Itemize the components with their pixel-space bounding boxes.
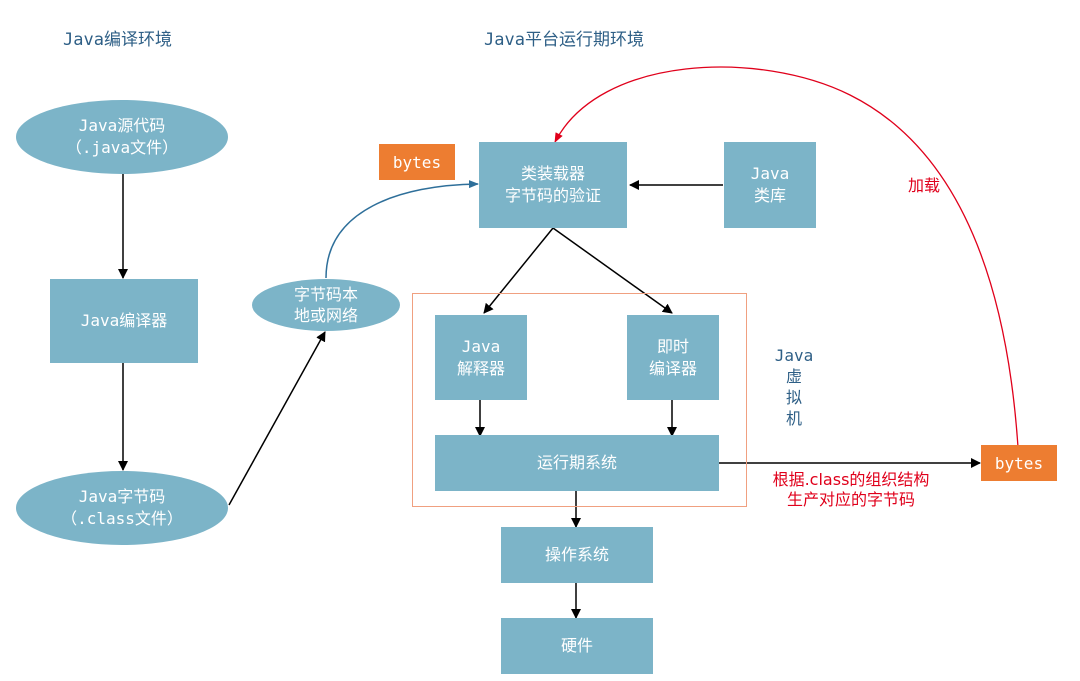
node-local-or-network-line1: 字节码本 bbox=[293, 285, 358, 304]
title-runtime-env: Java平台运行期环境 bbox=[484, 30, 644, 50]
arrow-network-to-classloader bbox=[325, 180, 479, 279]
jvm-label-line2: 虚 bbox=[785, 367, 802, 386]
node-compiler-line1: Java编译器 bbox=[80, 311, 168, 330]
node-interpreter: Java 解释器 bbox=[435, 315, 527, 400]
node-interpreter-line2: 解释器 bbox=[456, 358, 505, 378]
node-os-line1: 操作系统 bbox=[544, 545, 609, 564]
annotation-generate: 根据.class的组织结构 生产对应的字节码 bbox=[748, 470, 954, 510]
node-compiler: Java编译器 bbox=[50, 279, 198, 363]
node-source-code: Java源代码 （.java文件） bbox=[16, 100, 228, 174]
node-java-lib-line2: 类库 bbox=[753, 186, 786, 205]
node-bytecode-line2: （.class文件） bbox=[61, 509, 183, 528]
jvm-label: Java 虚 拟 机 bbox=[768, 345, 820, 429]
node-source-code-line1: Java源代码 bbox=[78, 116, 166, 135]
node-java-lib-line1: Java bbox=[750, 164, 790, 183]
node-java-lib: Java 类库 bbox=[724, 142, 816, 228]
arrow-classloader-to-jit bbox=[552, 227, 673, 314]
arrow-bytecode-to-network bbox=[228, 331, 326, 506]
node-os: 操作系统 bbox=[501, 527, 653, 583]
jvm-label-line1: Java bbox=[774, 346, 814, 365]
jvm-frame bbox=[412, 293, 747, 507]
node-interpreter-line1: Java bbox=[461, 336, 501, 356]
node-local-or-network: 字节码本 地或网络 bbox=[252, 279, 400, 331]
node-source-code-line2: （.java文件） bbox=[65, 138, 179, 157]
node-runtime-system-line1: 运行期系统 bbox=[536, 453, 617, 472]
arrow-classloader-to-interpreter bbox=[483, 227, 554, 314]
node-jit-line1: 即时 bbox=[656, 336, 689, 356]
node-jit: 即时 编译器 bbox=[627, 315, 719, 400]
node-class-loader: 类装载器 字节码的验证 bbox=[479, 142, 627, 228]
jvm-label-line3: 拟 bbox=[785, 388, 802, 407]
node-class-loader-line2: 字节码的验证 bbox=[504, 186, 601, 205]
node-runtime-system: 运行期系统 bbox=[435, 435, 719, 491]
bytes-badge-right: bytes bbox=[981, 445, 1057, 481]
node-hardware-line1: 硬件 bbox=[560, 636, 593, 655]
jvm-label-line4: 机 bbox=[785, 409, 802, 428]
arrow-load-curve bbox=[554, 66, 1019, 448]
node-hardware: 硬件 bbox=[501, 618, 653, 674]
title-compile-env: Java编译环境 bbox=[63, 30, 172, 50]
annotation-load: 加载 bbox=[908, 176, 941, 195]
bytes-badge-left: bytes bbox=[379, 144, 455, 180]
annotation-generate-line1: 根据.class的组织结构 bbox=[772, 470, 930, 489]
node-jit-line2: 编译器 bbox=[648, 358, 697, 378]
node-bytecode: Java字节码 （.class文件） bbox=[16, 471, 228, 545]
node-local-or-network-line2: 地或网络 bbox=[293, 306, 358, 325]
annotation-generate-line2: 生产对应的字节码 bbox=[786, 490, 915, 509]
node-bytecode-line1: Java字节码 bbox=[78, 487, 166, 506]
node-class-loader-line1: 类装载器 bbox=[520, 164, 585, 183]
